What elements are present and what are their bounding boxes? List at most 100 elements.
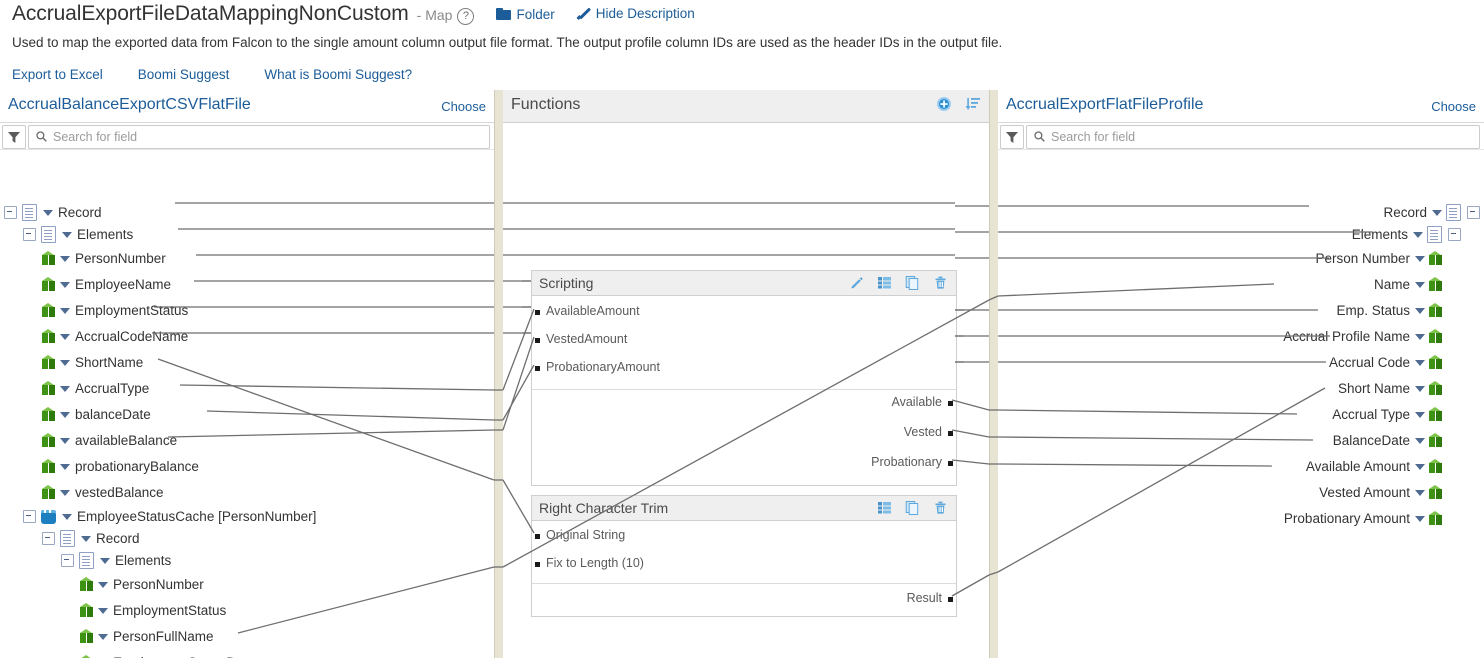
trash-icon[interactable] xyxy=(933,500,948,515)
chevron-down-icon[interactable] xyxy=(60,386,70,392)
collapse-toggle-icon[interactable] xyxy=(1467,205,1480,219)
chevron-down-icon[interactable] xyxy=(1415,334,1425,340)
copy-icon[interactable] xyxy=(905,500,920,515)
chevron-down-icon[interactable] xyxy=(62,232,72,238)
source-tree-node[interactable]: ShortName xyxy=(42,351,143,373)
destination-search-input[interactable]: Search for field xyxy=(1026,125,1480,149)
chevron-down-icon[interactable] xyxy=(60,256,70,262)
function-input-node[interactable] xyxy=(535,562,540,567)
source-filter-button[interactable] xyxy=(2,125,26,149)
function-input-node[interactable] xyxy=(535,366,540,371)
source-tree-node[interactable]: Record xyxy=(42,527,140,549)
boomi-suggest-link[interactable]: Boomi Suggest xyxy=(137,67,230,82)
chevron-down-icon[interactable] xyxy=(1415,516,1425,522)
pencil-icon[interactable] xyxy=(849,275,864,290)
source-tree-node[interactable]: PersonFullName xyxy=(80,625,214,647)
source-tree-node[interactable]: EmploymentStatus xyxy=(80,599,226,621)
chevron-down-icon[interactable] xyxy=(81,536,91,542)
source-tree-node[interactable]: Elements xyxy=(23,223,133,245)
source-search-input[interactable]: Search for field xyxy=(28,125,490,149)
source-tree-node[interactable]: PersonNumber xyxy=(80,573,204,595)
source-tree-node[interactable]: probationaryBalance xyxy=(42,455,199,477)
chevron-down-icon[interactable] xyxy=(1432,210,1442,216)
chevron-down-icon[interactable] xyxy=(1415,412,1425,418)
source-tree-node[interactable]: EmployeeName xyxy=(42,273,171,295)
destination-tree-node[interactable]: BalanceDate xyxy=(1333,429,1442,451)
function-output-node[interactable] xyxy=(948,401,953,406)
hide-description-button[interactable]: Hide Description xyxy=(577,6,695,21)
source-choose-button[interactable]: Choose xyxy=(441,99,486,114)
chevron-down-icon[interactable] xyxy=(60,360,70,366)
trash-icon[interactable] xyxy=(933,275,948,290)
source-tree-node[interactable]: AccrualType xyxy=(42,377,149,399)
chevron-down-icon[interactable] xyxy=(1413,232,1423,238)
function-input-node[interactable] xyxy=(535,534,540,539)
destination-tree-node[interactable]: Person Number xyxy=(1315,247,1442,269)
collapse-toggle-icon[interactable] xyxy=(42,531,55,545)
source-tree-node[interactable]: availableBalance xyxy=(42,429,177,451)
destination-tree-node[interactable]: Available Amount xyxy=(1306,455,1442,477)
chevron-down-icon[interactable] xyxy=(100,558,110,564)
chevron-down-icon[interactable] xyxy=(60,282,70,288)
source-tree-node[interactable]: balanceDate xyxy=(42,403,151,425)
export-to-excel-link[interactable]: Export to Excel xyxy=(12,67,103,82)
list-icon[interactable] xyxy=(877,500,892,515)
source-tree-node[interactable]: PersonNumber xyxy=(42,247,166,269)
destination-tree-node[interactable]: Probationary Amount xyxy=(1284,507,1442,529)
destination-tree-node[interactable]: Accrual Type xyxy=(1332,403,1442,425)
chevron-down-icon[interactable] xyxy=(98,582,108,588)
destination-choose-button[interactable]: Choose xyxy=(1431,99,1476,114)
destination-tree-node[interactable]: Accrual Code xyxy=(1329,351,1442,373)
function-input-node[interactable] xyxy=(535,310,540,315)
collapse-toggle-icon[interactable] xyxy=(23,509,36,523)
destination-tree-node[interactable]: Short Name xyxy=(1338,377,1442,399)
source-tree-node[interactable]: Elements xyxy=(61,549,171,571)
source-tree-node[interactable]: AccrualCodeName xyxy=(42,325,188,347)
chevron-down-icon[interactable] xyxy=(60,308,70,314)
destination-profile-title[interactable]: AccrualExportFlatFileProfile xyxy=(1006,96,1204,113)
chevron-down-icon[interactable] xyxy=(1415,490,1425,496)
chevron-down-icon[interactable] xyxy=(1415,386,1425,392)
destination-tree-node[interactable]: Record xyxy=(1383,201,1480,223)
destination-tree-node[interactable]: Vested Amount xyxy=(1319,481,1442,503)
collapse-toggle-icon[interactable] xyxy=(1448,227,1461,241)
source-profile-title[interactable]: AccrualBalanceExportCSVFlatFile xyxy=(8,96,251,113)
chevron-down-icon[interactable] xyxy=(98,608,108,614)
chevron-down-icon[interactable] xyxy=(60,412,70,418)
source-tree-node[interactable]: EmploymentStatusDate xyxy=(80,651,255,658)
chevron-down-icon[interactable] xyxy=(1415,360,1425,366)
add-circle-icon[interactable] xyxy=(936,96,952,112)
source-tree-node[interactable]: EmployeeStatusCache [PersonNumber] xyxy=(23,505,316,527)
function-output-node[interactable] xyxy=(948,461,953,466)
function-output-node[interactable] xyxy=(948,597,953,602)
destination-tree-node[interactable]: Name xyxy=(1374,273,1442,295)
chevron-down-icon[interactable] xyxy=(1415,256,1425,262)
chevron-down-icon[interactable] xyxy=(62,514,72,520)
list-icon[interactable] xyxy=(877,275,892,290)
what-is-boomi-suggest-link[interactable]: What is Boomi Suggest? xyxy=(264,67,413,82)
chevron-down-icon[interactable] xyxy=(1415,464,1425,470)
copy-icon[interactable] xyxy=(905,275,920,290)
function-output-node[interactable] xyxy=(948,431,953,436)
collapse-toggle-icon[interactable] xyxy=(23,227,36,241)
collapse-toggle-icon[interactable] xyxy=(61,553,74,567)
collapse-toggle-icon[interactable] xyxy=(4,205,17,219)
chevron-down-icon[interactable] xyxy=(60,438,70,444)
source-tree-node[interactable]: Record xyxy=(4,201,102,223)
folder-button[interactable]: Folder xyxy=(496,7,555,22)
help-icon[interactable]: ? xyxy=(457,8,475,25)
function-input-node[interactable] xyxy=(535,338,540,343)
destination-tree-node[interactable]: Emp. Status xyxy=(1336,299,1442,321)
chevron-down-icon[interactable] xyxy=(60,490,70,496)
destination-tree-node[interactable]: Accrual Profile Name xyxy=(1283,325,1442,347)
chevron-down-icon[interactable] xyxy=(1415,438,1425,444)
destination-filter-button[interactable] xyxy=(1000,125,1024,149)
sort-descending-icon[interactable] xyxy=(965,96,981,112)
chevron-down-icon[interactable] xyxy=(1415,308,1425,314)
chevron-down-icon[interactable] xyxy=(60,334,70,340)
destination-tree-node[interactable]: Elements xyxy=(1352,223,1461,245)
chevron-down-icon[interactable] xyxy=(60,464,70,470)
source-tree-node[interactable]: vestedBalance xyxy=(42,481,164,503)
chevron-down-icon[interactable] xyxy=(1415,282,1425,288)
